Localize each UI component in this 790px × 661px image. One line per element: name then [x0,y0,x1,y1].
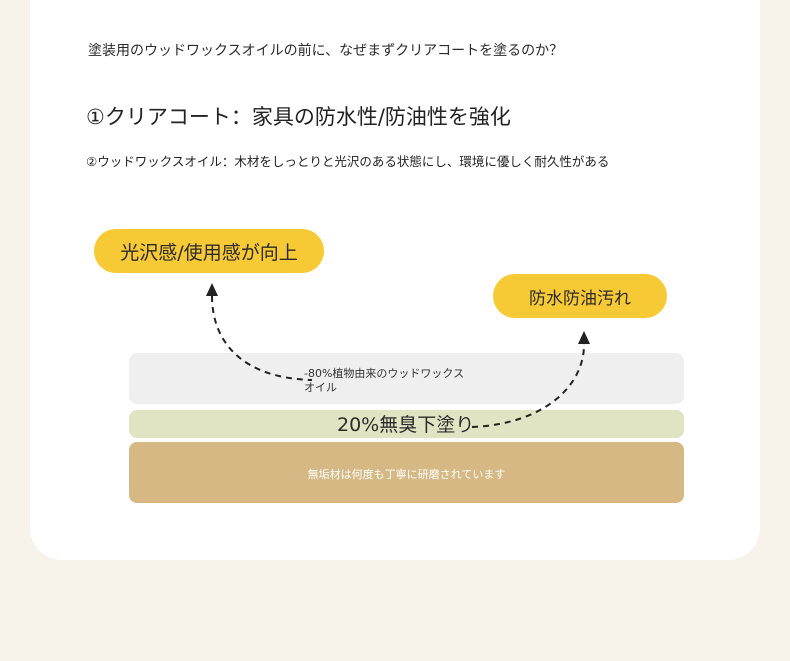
layer-undercoat-label: 20%無臭下塗り [337,414,475,436]
layer-wood-label: 無垢材は何度も丁寧に研磨されています [307,468,506,481]
layer-wax-label: -80%植物由来のウッドワックス オイル [304,367,465,394]
badge-water-oil-resistant: 防水防油汚れ [493,274,667,318]
badge-gloss-feel-label: 光沢感/使用感が向上 [120,241,298,264]
layer-solid-wood: 無垢材は何度も丁寧に研磨されています [129,442,684,503]
point-clear-coat: ①クリアコート：家具の防水性/防油性を強化 [86,105,511,129]
point-wood-wax-oil: ②ウッドワックスオイル：木材をしっとりと光沢のある状態にし、環境に優しく耐久性が… [86,154,610,169]
layer-wood-wax-oil: -80%植物由来のウッドワックス オイル [129,353,684,404]
badge-water-oil-label: 防水防油汚れ [529,288,631,309]
badge-gloss-feel: 光沢感/使用感が向上 [94,229,324,273]
question-text: 塗装用のウッドワックスオイルの前に、なぜまずクリアコートを塗るのか？ [88,43,564,59]
layer-undercoat: 20%無臭下塗り [129,410,684,438]
